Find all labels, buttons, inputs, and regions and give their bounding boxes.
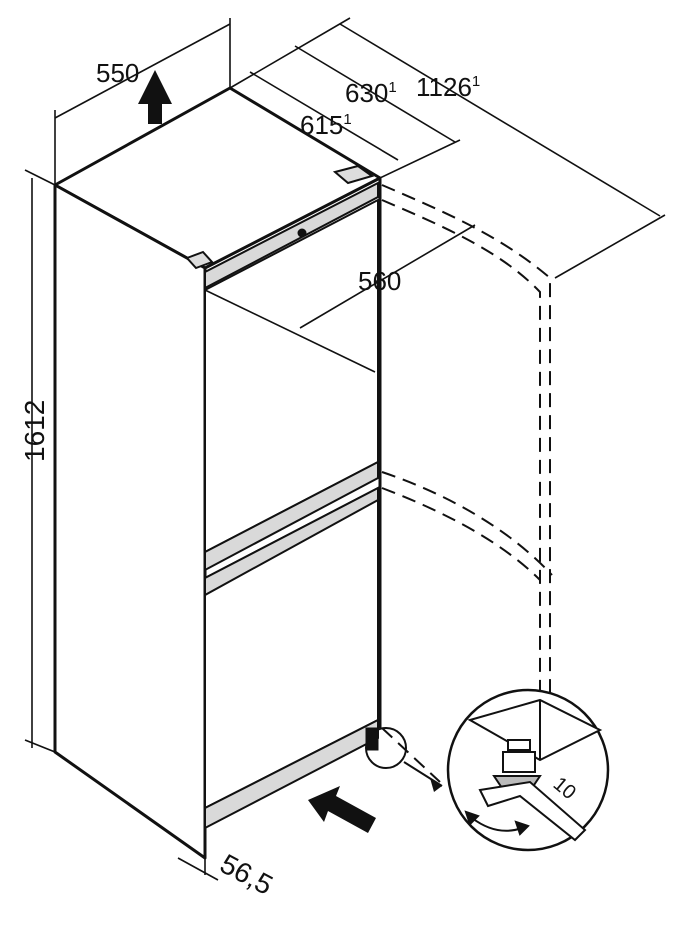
dim-label-depth-630: 6301 bbox=[345, 78, 397, 108]
upper-door bbox=[185, 164, 379, 573]
open-door-outline bbox=[381, 184, 553, 783]
foot-block bbox=[365, 727, 379, 751]
foot-detail-callout bbox=[365, 688, 610, 852]
dim-label-bottom-offset: 56,5 bbox=[215, 848, 278, 901]
dim-label-depth-615: 6151 bbox=[300, 110, 352, 140]
dim-label-width: 550 bbox=[96, 58, 139, 88]
lower-door bbox=[204, 486, 379, 850]
dim-label-door-width: 560 bbox=[358, 266, 401, 296]
fridge-body bbox=[53, 86, 382, 860]
dimension-lines bbox=[24, 17, 666, 881]
arrow-left-icon bbox=[308, 786, 376, 833]
dim-label-depth-1126: 11261 bbox=[416, 72, 480, 102]
arrow-up-icon bbox=[138, 70, 172, 124]
fridge-side-face bbox=[53, 183, 207, 860]
dim-label-height: 1612 bbox=[19, 400, 50, 462]
door-button-icon bbox=[297, 228, 307, 238]
rotate-arrow-icon bbox=[464, 810, 530, 836]
